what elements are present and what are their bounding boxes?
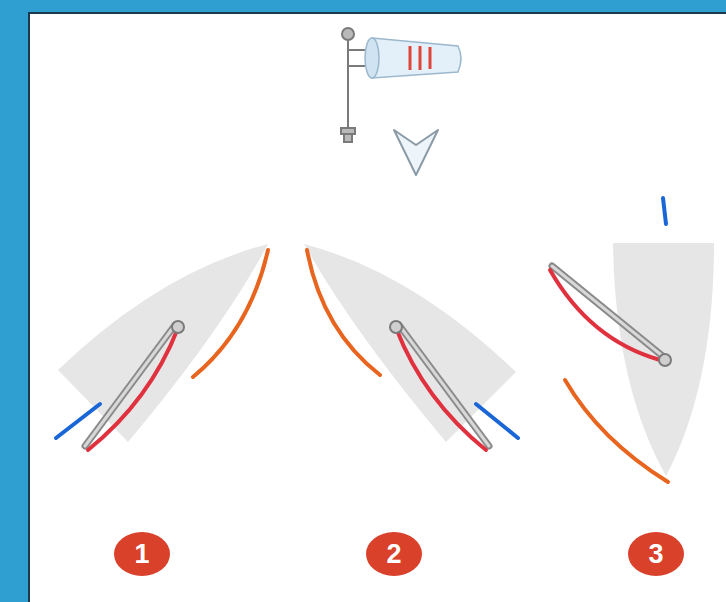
boat-3 <box>550 198 714 482</box>
wind-arrow <box>394 130 438 175</box>
boat-1 <box>56 244 268 450</box>
callout-number: 2 <box>366 532 422 576</box>
boat-2 <box>304 244 518 450</box>
callout-number: 3 <box>628 532 684 576</box>
windsock <box>341 28 461 142</box>
callout-number: 1 <box>114 532 170 576</box>
